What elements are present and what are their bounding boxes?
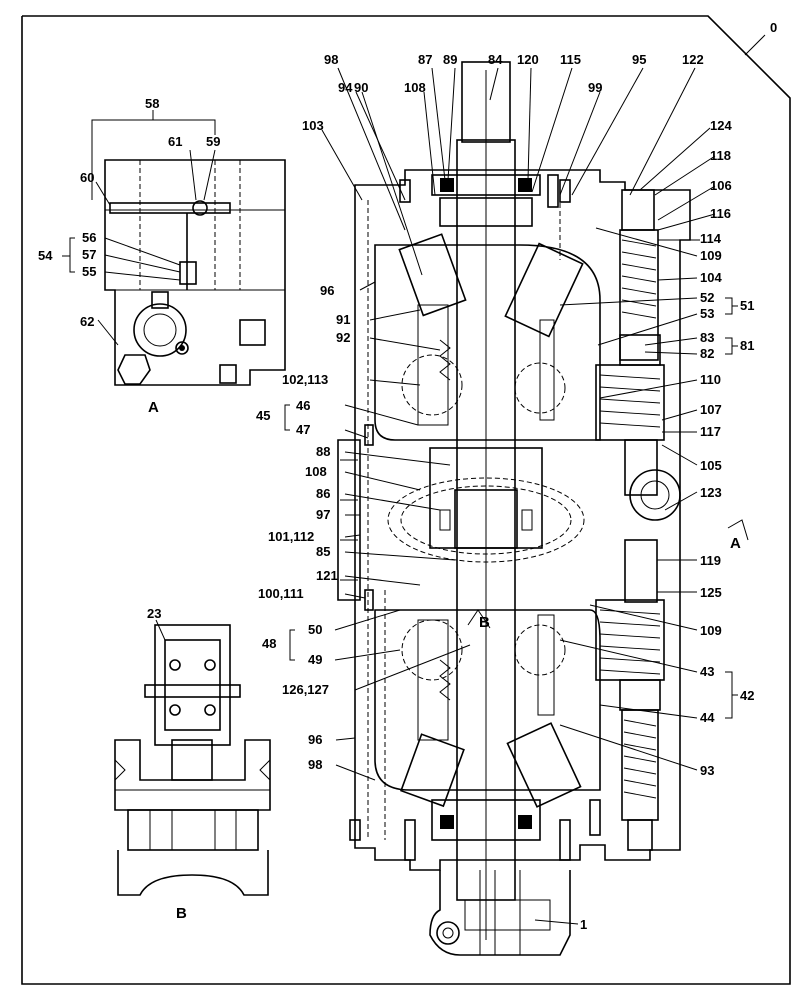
callout-101-112: 101,112 — [268, 529, 314, 544]
callout-45: 45 — [256, 408, 270, 423]
callout-51: 51 — [740, 298, 754, 313]
callout-57: 57 — [82, 247, 96, 262]
callout-97: 97 — [316, 507, 330, 522]
view-a-inset — [104, 159, 286, 386]
callout-56: 56 — [82, 230, 96, 245]
main-pump-section — [337, 61, 749, 956]
leader-lines — [62, 67, 738, 925]
callout-109-bottom: 109 — [700, 623, 722, 638]
spring-upper — [621, 239, 657, 319]
callout-43: 43 — [700, 664, 714, 679]
callout-61: 61 — [168, 134, 182, 149]
drawing-frame — [21, 15, 791, 985]
section-a-mark: A — [730, 535, 741, 552]
callout-98-bottom: 98 — [308, 757, 322, 772]
callout-100-111: 100,111 — [258, 586, 304, 601]
callout-62: 62 — [80, 314, 94, 329]
callout-87: 87 — [418, 52, 432, 67]
callout-58: 58 — [145, 96, 159, 111]
callout-106: 106 — [710, 178, 732, 193]
callout-42: 42 — [740, 688, 754, 703]
callout-54: 54 — [38, 248, 53, 263]
callout-83: 83 — [700, 330, 714, 345]
spring-bottom — [623, 719, 657, 799]
view-a-label: A — [148, 399, 159, 416]
callout-114: 114 — [700, 231, 722, 246]
callout-85: 85 — [316, 544, 330, 559]
callout-82: 82 — [700, 346, 714, 361]
callout-93: 93 — [700, 763, 714, 778]
callout-86: 86 — [316, 486, 330, 501]
callout-124: 124 — [710, 118, 732, 133]
callout-50: 50 — [308, 622, 322, 637]
callout-120: 120 — [517, 52, 539, 67]
callout-53: 53 — [700, 306, 714, 321]
callout-23: 23 — [147, 606, 161, 621]
callout-115: 115 — [560, 52, 581, 67]
callout-102-113: 102,113 — [282, 372, 328, 387]
callout-55: 55 — [82, 264, 96, 279]
callout-103: 103 — [302, 118, 324, 133]
callout-108-mid: 108 — [305, 464, 327, 479]
view-b-inset — [114, 624, 271, 896]
callout-48: 48 — [262, 636, 276, 651]
callout-46: 46 — [296, 398, 310, 413]
callout-47: 47 — [296, 422, 310, 437]
callout-44: 44 — [700, 710, 715, 725]
callout-labels: 0 58 61 59 60 56 54 57 55 62 A 23 B 98 9… — [38, 20, 777, 932]
callout-84: 84 — [488, 52, 503, 67]
callout-90: 90 — [354, 80, 368, 95]
spring-lower — [599, 609, 661, 675]
callout-99: 99 — [588, 80, 602, 95]
callout-95: 95 — [632, 52, 646, 67]
callout-121: 121 — [316, 568, 338, 583]
callout-123: 123 — [700, 485, 722, 500]
callout-125: 125 — [700, 585, 722, 600]
callout-1: 1 — [580, 917, 587, 932]
callout-98-top: 98 — [324, 52, 338, 67]
callout-126-127: 126,127 — [282, 682, 329, 697]
callout-109-top: 109 — [700, 248, 722, 263]
callout-60: 60 — [80, 170, 94, 185]
callout-122: 122 — [682, 52, 704, 67]
callout-117: 117 — [700, 424, 721, 439]
callout-104: 104 — [700, 270, 722, 285]
callout-91: 91 — [336, 312, 350, 327]
section-b-mark: B — [479, 614, 490, 631]
callout-96-bottom: 96 — [308, 732, 322, 747]
callout-89: 89 — [443, 52, 457, 67]
callout-88: 88 — [316, 444, 330, 459]
callout-92: 92 — [336, 330, 350, 345]
callout-59: 59 — [206, 134, 220, 149]
callout-119: 119 — [700, 553, 721, 568]
spring-mid — [599, 374, 661, 428]
callout-52: 52 — [700, 290, 714, 305]
drawing-number: 0 — [770, 20, 777, 35]
callout-108-top: 108 — [404, 80, 426, 95]
callout-118: 118 — [710, 148, 731, 163]
callout-105: 105 — [700, 458, 722, 473]
callout-81: 81 — [740, 338, 754, 353]
callout-110: 110 — [700, 372, 721, 387]
callout-116: 116 — [710, 206, 731, 221]
callout-49: 49 — [308, 652, 322, 667]
callout-107: 107 — [700, 402, 722, 417]
view-b-label: B — [176, 905, 187, 922]
callout-94: 94 — [338, 80, 353, 95]
callout-96-top: 96 — [320, 283, 334, 298]
